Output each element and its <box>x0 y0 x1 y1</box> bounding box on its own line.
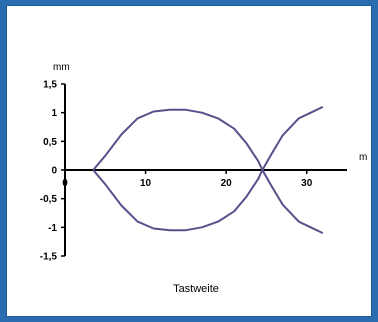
axes <box>64 84 347 256</box>
y-tick-label: -0,5 <box>40 194 58 205</box>
y-axis-unit: mm <box>53 62 70 73</box>
series-line-1 <box>92 108 324 235</box>
x-axis-label: Tastweite <box>173 283 219 295</box>
y-tick-label: -1,5 <box>40 252 58 263</box>
series-line-2 <box>92 105 324 232</box>
x-tick-label: 20 <box>221 178 233 189</box>
x-tick-label: 30 <box>301 178 313 189</box>
x-tick-label: 0 <box>62 178 68 189</box>
x-tick-label: 10 <box>140 178 152 189</box>
series-lines <box>92 105 324 235</box>
y-tick-label: 0,5 <box>43 137 57 148</box>
line-chart: 1,5 1 0,5 0 -0,5 -1 -1,5 0 10 20 30 mm m Tastweite <box>40 62 368 295</box>
y-tick-label: -1 <box>48 223 57 234</box>
y-tick-label: 1 <box>51 108 57 119</box>
ticks: 1,5 1 0,5 0 -0,5 -1 -1,5 0 10 20 30 <box>40 80 313 263</box>
chart-panel: 1,5 1 0,5 0 -0,5 -1 -1,5 0 10 20 30 mm m Tastweite <box>6 5 372 317</box>
y-tick-label: 1,5 <box>43 80 57 91</box>
x-axis-unit: m <box>359 152 367 163</box>
y-tick-label: 0 <box>51 166 57 177</box>
